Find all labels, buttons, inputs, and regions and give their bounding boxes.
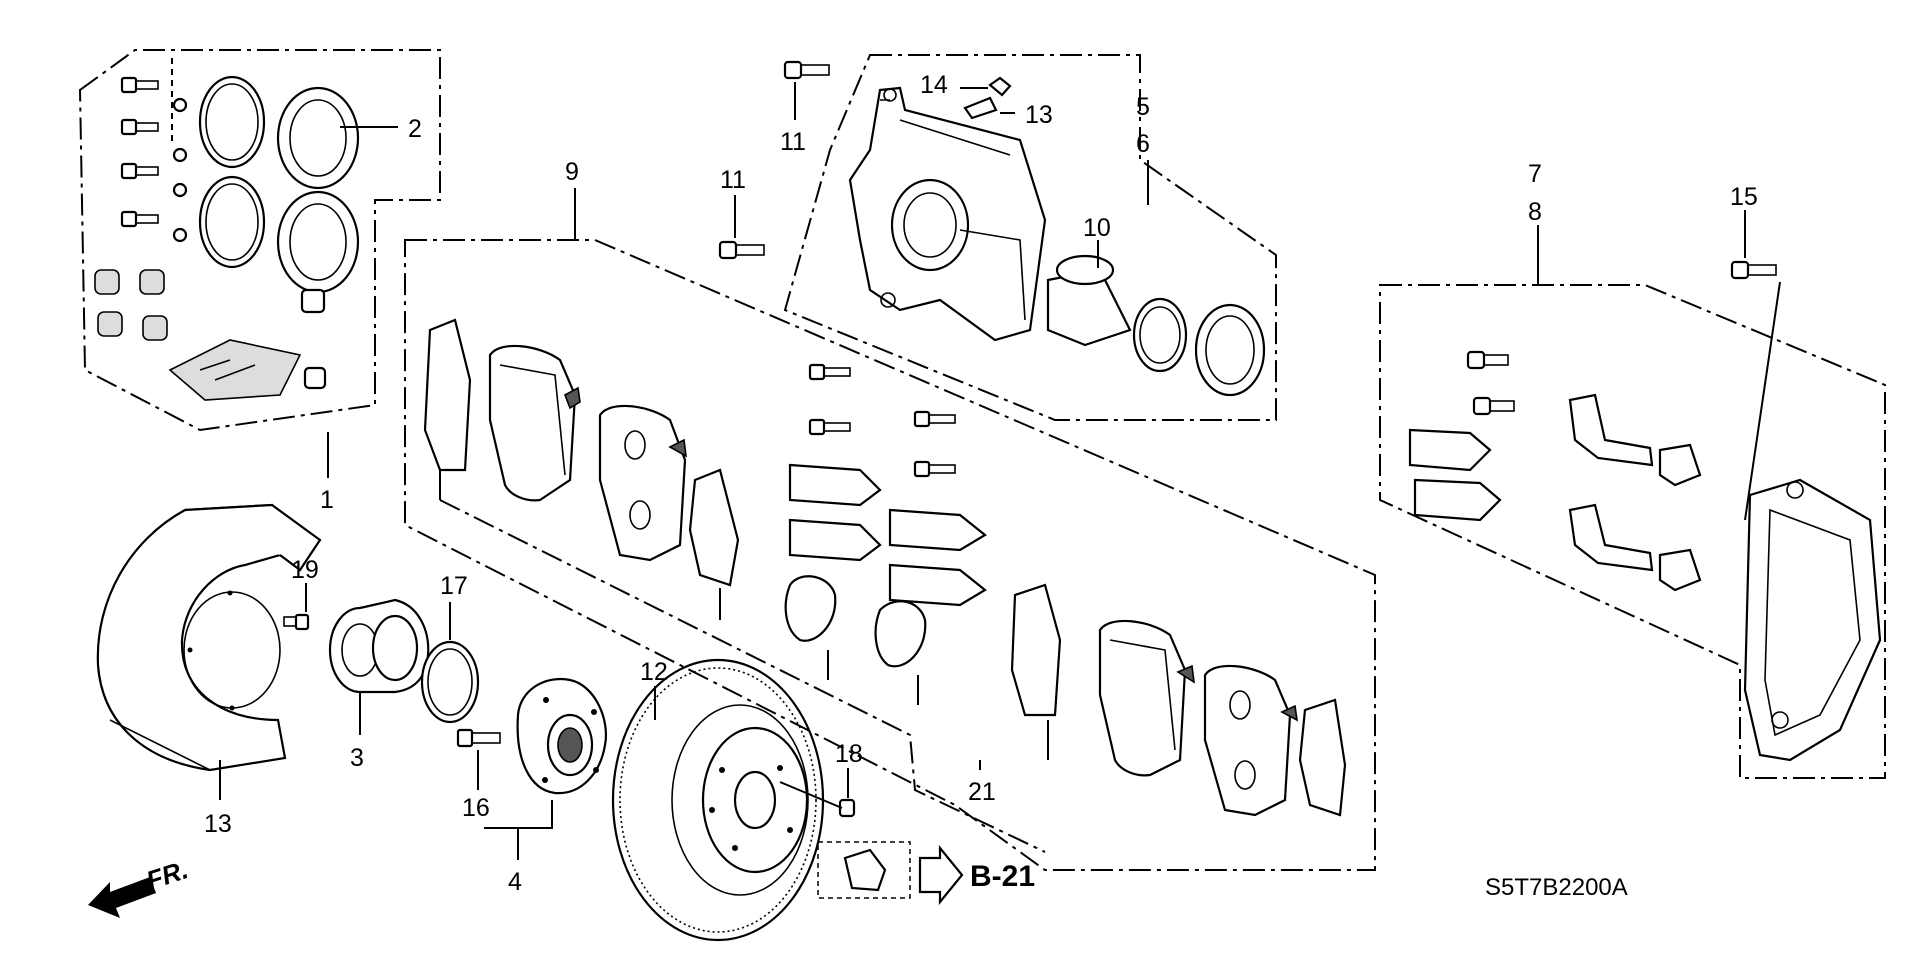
callout-9: 9 [565, 158, 579, 186]
callout-11b: 11 [720, 166, 746, 194]
bolt-icon [783, 60, 803, 80]
brake-pad-set-left [423, 318, 740, 587]
caliper-body [848, 86, 1047, 342]
snap-ring [420, 640, 480, 724]
brake-disc [611, 658, 825, 942]
reference-label: B-21 [970, 860, 1035, 893]
reference-arrow-icon [918, 844, 964, 906]
nut-reference-box [817, 841, 911, 899]
caliper-bracket [1743, 478, 1882, 762]
screw-icon [838, 798, 856, 818]
pad-set-inner-line [439, 499, 1046, 853]
bracket-kit-parts [1408, 350, 1702, 592]
callout-14: 13 [1025, 101, 1053, 129]
callout-16: 15 [1730, 183, 1758, 211]
hub-bearing [328, 598, 430, 694]
callout-5: 5 [1136, 93, 1150, 121]
bolt-icon [1730, 260, 1750, 280]
pad-set-outline [404, 239, 1376, 871]
diagram-code: S5T7B2200A [1485, 874, 1628, 901]
callout-13: 13 [204, 810, 232, 838]
callout-11a: 11 [780, 128, 806, 156]
bleeder-cap-icon [988, 76, 1012, 97]
nut-icon [843, 848, 887, 892]
front-direction-label: FR. [143, 854, 192, 895]
callout-12: 12 [640, 658, 668, 686]
screw-icon [283, 613, 310, 631]
callout-1: 1 [320, 486, 334, 514]
callout-10: 10 [1083, 214, 1111, 242]
seal-kit-group [78, 49, 441, 432]
splash-shield [96, 503, 322, 772]
callout-6: 6 [1136, 130, 1150, 158]
bolt-icon [718, 240, 738, 260]
hub-bolt-icon [456, 728, 501, 748]
callout-21: 21 [968, 778, 996, 806]
bolt-icon [120, 76, 159, 228]
bracket-group-outline [1379, 284, 1886, 779]
callout-18: 17 [440, 572, 468, 600]
brake-pad-set-right [1010, 583, 1347, 817]
caliper-group-outline [783, 54, 1277, 421]
front-direction-arrow [88, 877, 156, 918]
pad-clips [784, 363, 987, 668]
callout-3: 3 [350, 744, 364, 772]
callout-7: 7 [1528, 160, 1542, 188]
callout-4: 4 [508, 868, 522, 896]
callout-19: 18 [835, 740, 863, 768]
callout-8: 8 [1528, 198, 1542, 226]
callout-15: 14 [920, 71, 948, 99]
callout-20: 19 [291, 556, 319, 584]
callout-2: 2 [408, 115, 422, 143]
callout-17: 16 [462, 794, 490, 822]
bleeder-screw-icon [963, 96, 998, 120]
caliper-piston [1046, 254, 1266, 397]
wheel-hub [516, 677, 608, 795]
